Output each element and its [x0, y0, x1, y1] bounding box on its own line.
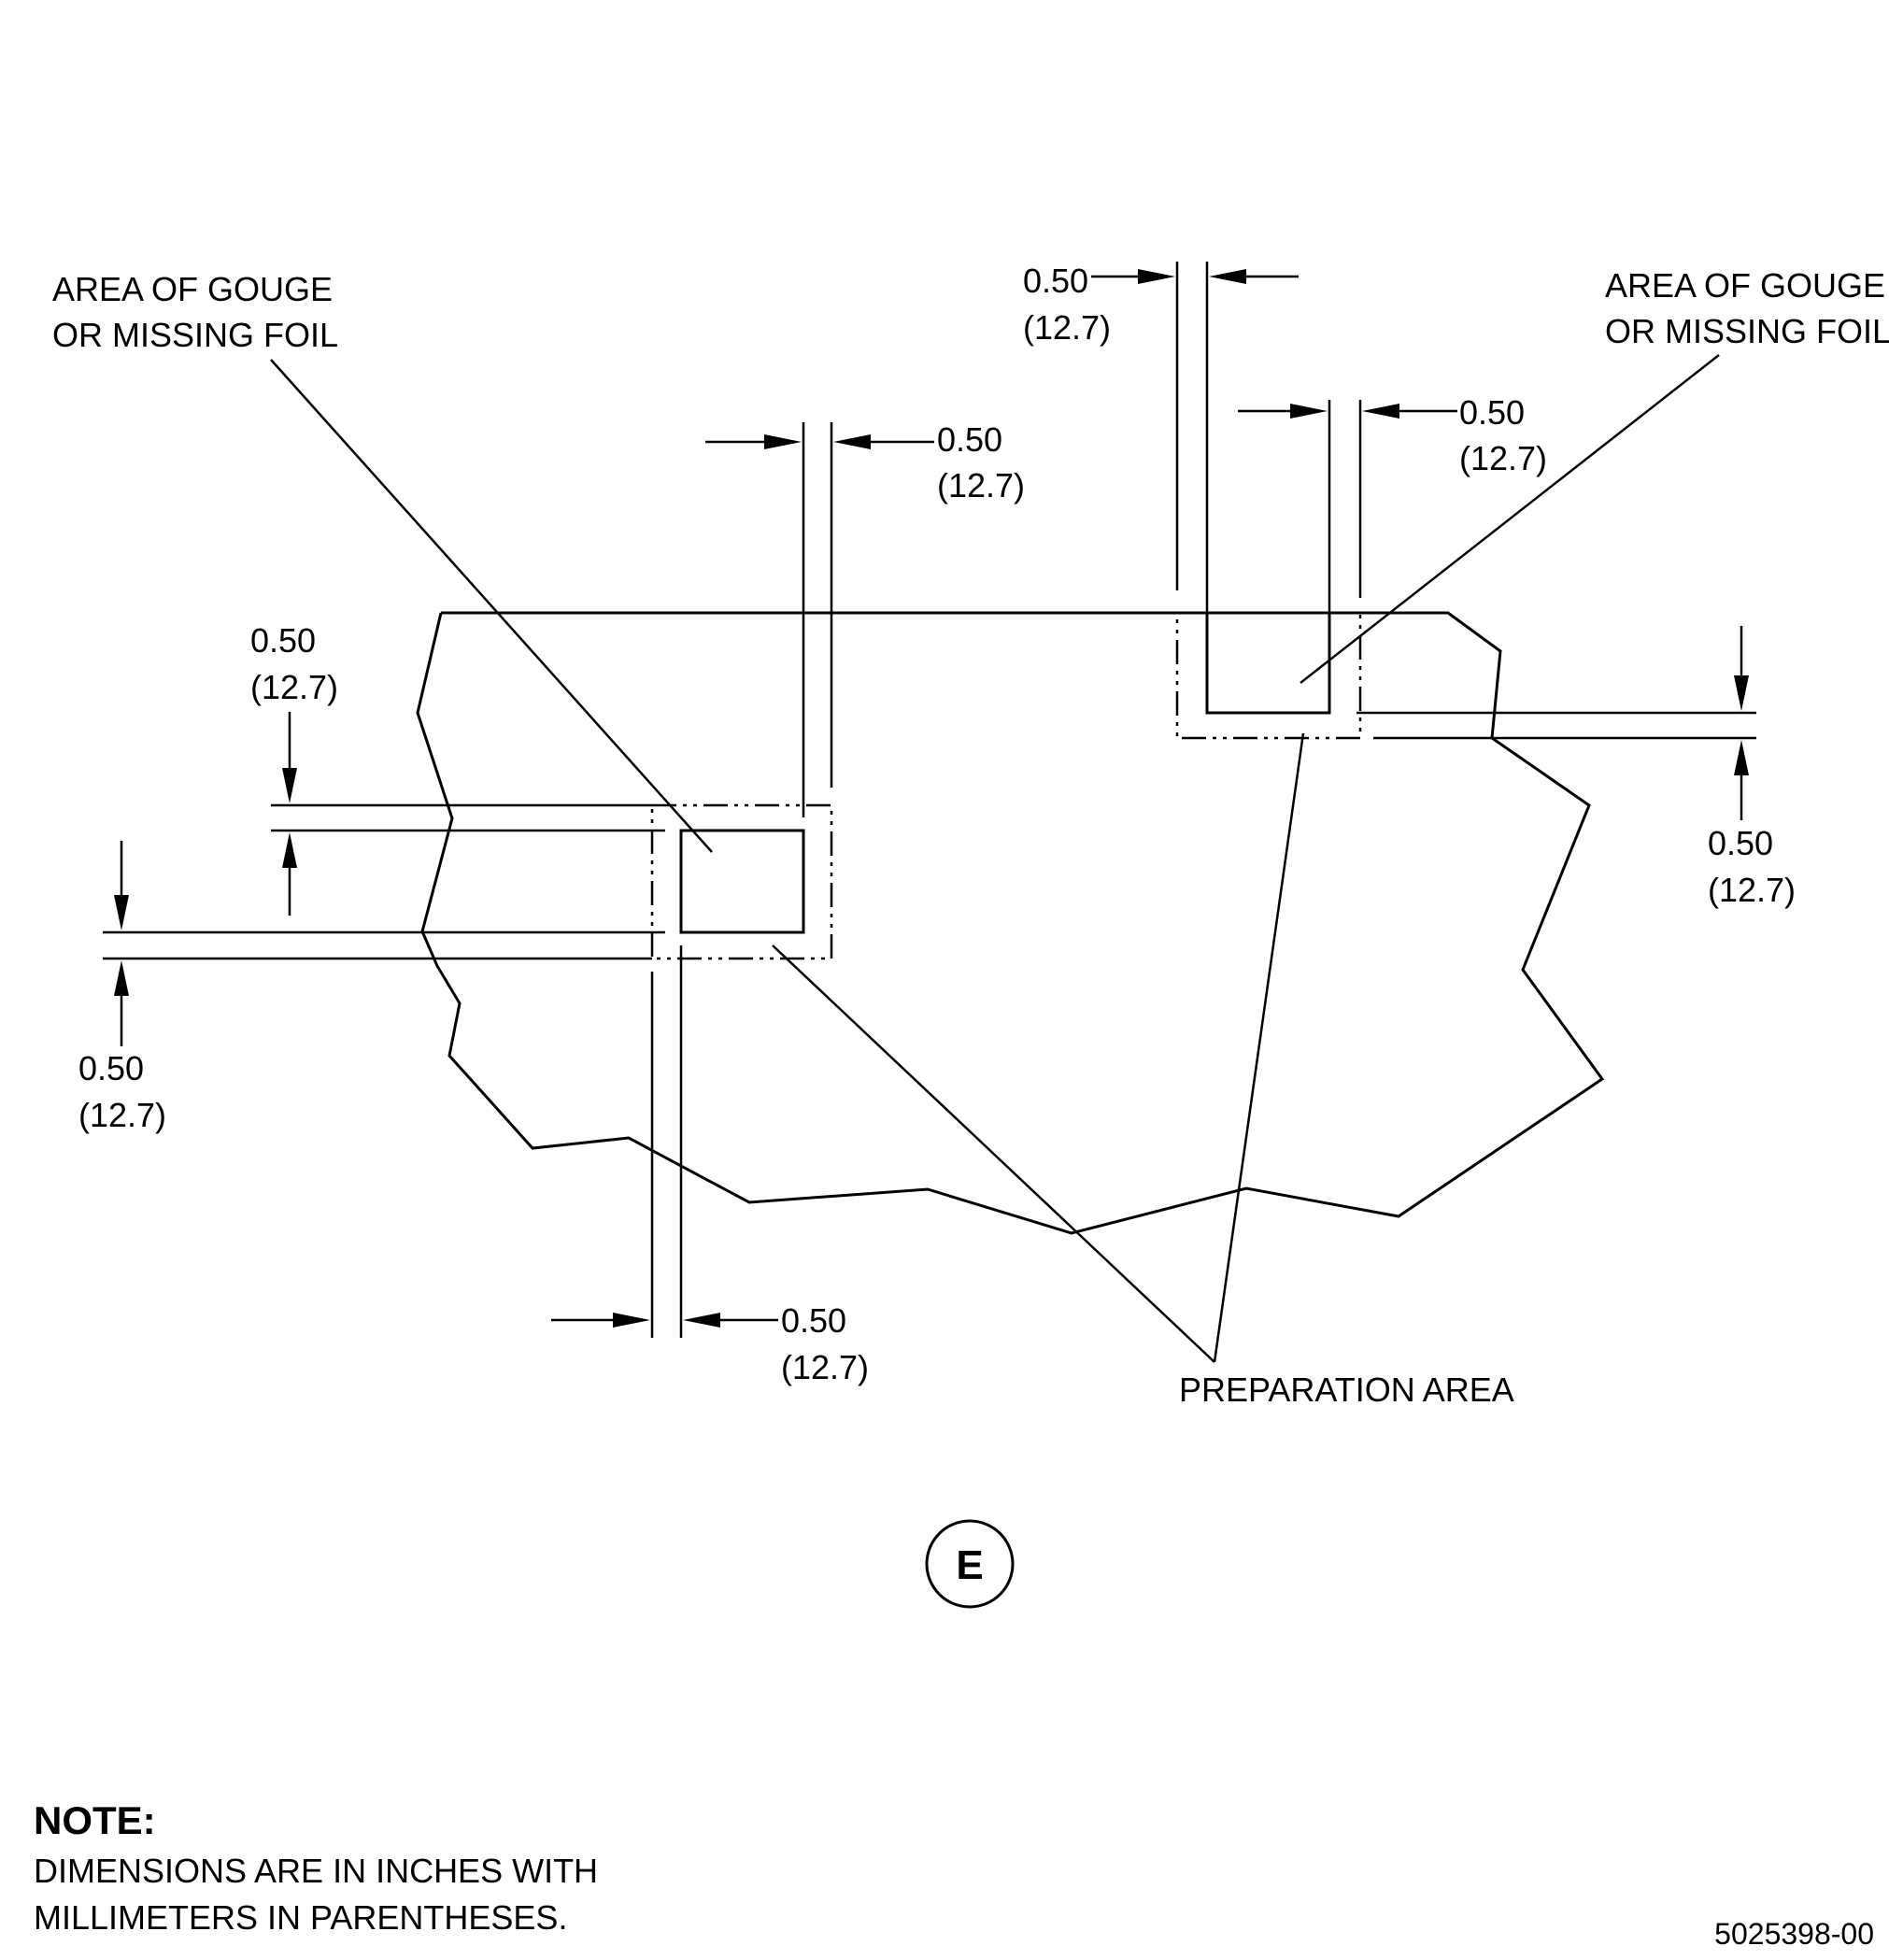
left-preparation-boundary [650, 803, 833, 960]
dim-mm: (12.7) [1708, 871, 1796, 909]
arrow-down [282, 768, 297, 803]
dim-inch: 0.50 [781, 1301, 846, 1340]
arrow-left [833, 434, 871, 449]
leader-right-gouge [1300, 354, 1720, 684]
left-gouge-area [679, 829, 805, 934]
right-gouge-label-line2: OR MISSING FOIL [1605, 312, 1889, 350]
preparation-area-label: PREPARATION AREA [1179, 1371, 1514, 1409]
note-line-2: MILLIMETERS IN PARENTHESES. [34, 1898, 568, 1937]
arrow-right [1138, 269, 1175, 284]
right-gouge-area [1205, 611, 1331, 715]
arrow-right [1290, 404, 1328, 419]
leader-prep-left [772, 944, 1215, 1363]
figure-number: 5025398-00 [1714, 1917, 1874, 1951]
view-id-circle [925, 1519, 1015, 1609]
note-line-1: DIMENSIONS ARE IN INCHES WITH [34, 1852, 599, 1890]
arrow-up [1734, 740, 1749, 775]
dim-inch: 0.50 [1459, 393, 1525, 432]
dim-inch: 0.50 [1023, 262, 1088, 300]
arrow-left [1362, 404, 1399, 419]
arrow-left [1209, 269, 1246, 284]
arrow-down [1734, 675, 1749, 711]
panel-outline [416, 611, 1605, 1235]
arrow-up [282, 832, 297, 868]
dim-mm: (12.7) [781, 1348, 869, 1386]
leader-left-gouge [270, 359, 713, 853]
arrow-down [114, 895, 129, 930]
arrow-left [683, 1313, 720, 1328]
right-preparation-boundary [1175, 611, 1362, 740]
arrow-right [613, 1313, 650, 1328]
note-title: NOTE: [34, 1798, 156, 1842]
dim-inch: 0.50 [78, 1049, 144, 1087]
dim-inch: 0.50 [1708, 824, 1773, 862]
left-gouge-label-line2: OR MISSING FOIL [52, 316, 338, 354]
right-gouge-label-line1: AREA OF GOUGE [1605, 266, 1885, 305]
dim-mm: (12.7) [250, 668, 338, 706]
arrow-right [764, 434, 802, 449]
leader-prep-right [1213, 732, 1305, 1363]
arrow-up [114, 960, 129, 996]
dim-inch: 0.50 [250, 621, 316, 660]
dim-mm: (12.7) [937, 466, 1025, 504]
dim-inch: 0.50 [937, 420, 1002, 459]
left-gouge-label-line1: AREA OF GOUGE [52, 270, 333, 308]
dim-mm: (12.7) [78, 1096, 166, 1134]
dim-mm: (12.7) [1023, 308, 1111, 347]
dim-mm: (12.7) [1459, 439, 1547, 477]
view-id-letter: E [956, 1542, 983, 1588]
